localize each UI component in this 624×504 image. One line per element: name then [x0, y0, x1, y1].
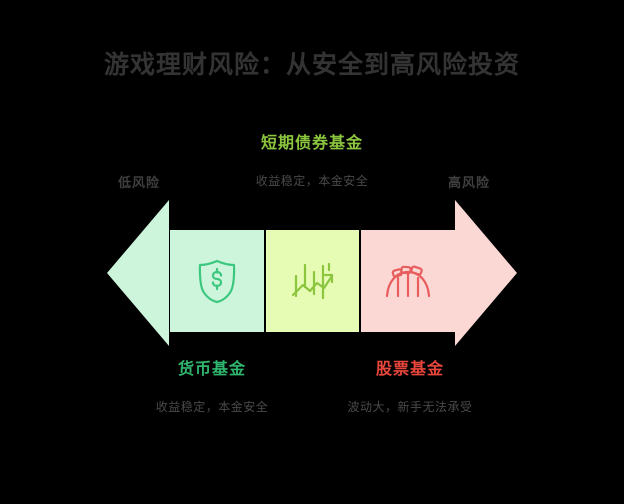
stage-description-stock-fund: 波动大，新手无法承受 [347, 400, 473, 414]
page-title: 游戏理财风险：从安全到高风险投资 [103, 50, 520, 79]
stage-description-money-fund: 收益稳定，本金安全 [155, 400, 269, 414]
endpoint-label-low-risk: 低风险 [117, 176, 160, 191]
right-arrowhead-icon [455, 200, 517, 346]
rising-chart-icon [286, 254, 340, 308]
stage-description-short-term-bond-fund: 收益稳定，本金安全 [255, 174, 369, 188]
shield-dollar-icon [191, 255, 243, 307]
stage-box-short-term-bond-fund[interactable] [265, 230, 360, 332]
left-arrowhead-icon [107, 200, 169, 346]
endpoint-label-high-risk: 高风险 [447, 176, 490, 191]
roller-coaster-icon [381, 254, 435, 308]
stage-box-money-fund[interactable] [170, 230, 264, 332]
risk-arrow-assembly [107, 200, 517, 346]
stage-title-short-term-bond-fund: 短期债券基金 [260, 133, 363, 152]
stage-box-stock-fund[interactable] [361, 230, 456, 332]
stage-box-strip [170, 230, 456, 332]
stage-title-money-fund: 货币基金 [177, 359, 246, 378]
stage-title-stock-fund: 股票基金 [375, 359, 444, 378]
